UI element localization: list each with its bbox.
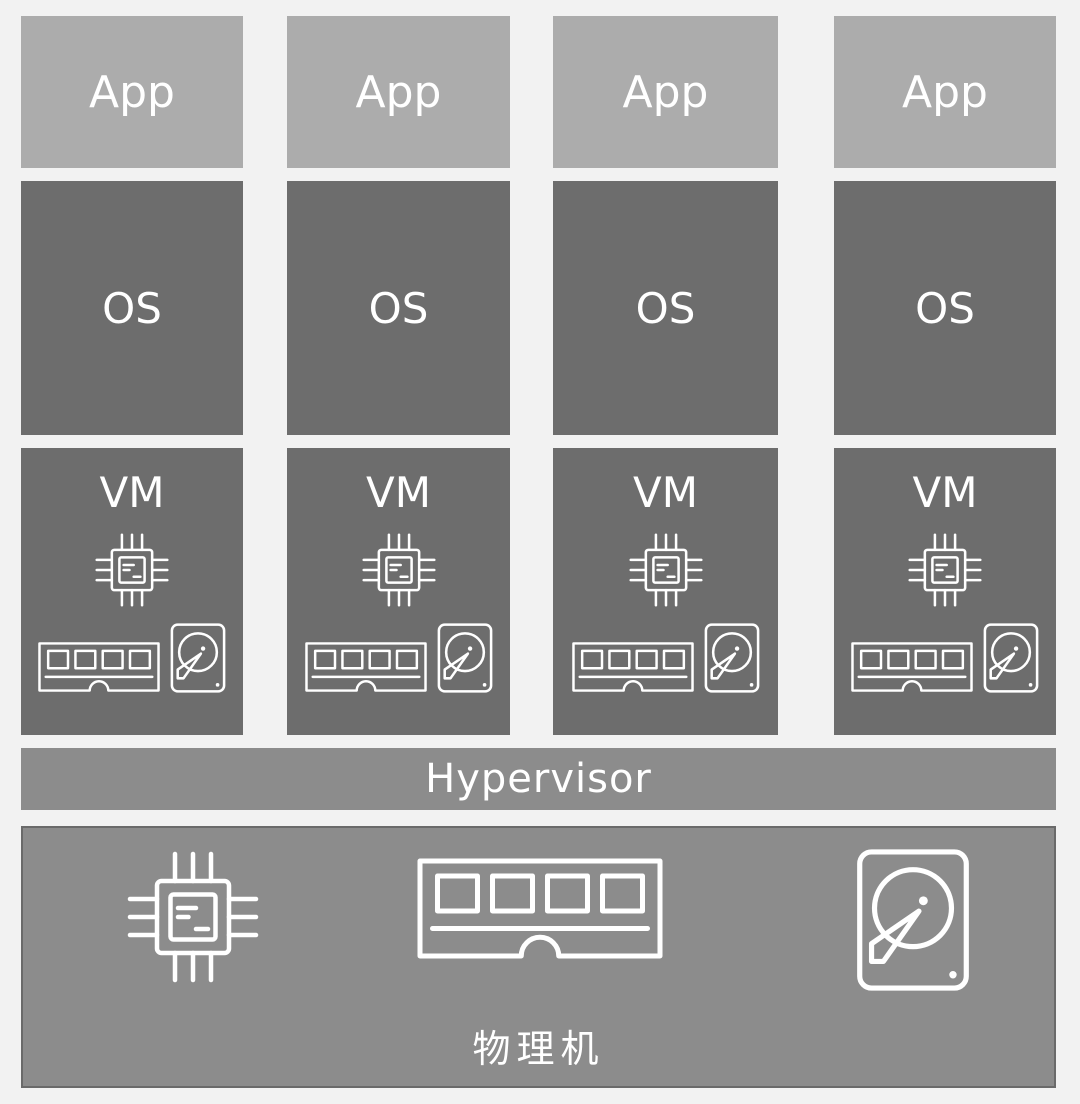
os-layer-2: OS <box>287 181 510 435</box>
app-layer-2: App <box>287 16 510 168</box>
vm-layer-1: VM <box>21 448 243 735</box>
os-label: OS <box>635 283 696 333</box>
vm-hardware-row <box>850 618 1040 698</box>
vm-layer-4: VM <box>834 448 1056 735</box>
cpu-icon <box>90 526 174 614</box>
vm-hardware-row <box>571 618 761 698</box>
ram-icon <box>37 636 161 698</box>
os-label: OS <box>102 283 162 333</box>
ram-icon <box>415 856 665 961</box>
physical-machine-layer: 物理机 <box>21 826 1056 1088</box>
vm-label: VM <box>99 468 165 517</box>
vm-layer-2: VM <box>287 448 510 735</box>
os-label: OS <box>915 283 975 333</box>
cpu-icon <box>357 526 441 614</box>
hypervisor-label: Hypervisor <box>425 756 652 802</box>
app-label: App <box>355 66 442 118</box>
app-label: App <box>902 66 988 118</box>
ram-icon <box>571 636 695 698</box>
app-label: App <box>622 66 709 118</box>
os-label: OS <box>368 283 429 333</box>
disk-icon <box>703 618 761 698</box>
disk-icon <box>851 846 975 994</box>
app-layer-1: App <box>21 16 243 168</box>
disk-icon <box>982 618 1040 698</box>
ram-icon <box>850 636 974 698</box>
os-layer-4: OS <box>834 181 1056 435</box>
cpu-icon <box>624 526 708 614</box>
app-label: App <box>89 66 175 118</box>
vm-label: VM <box>633 468 698 517</box>
os-layer-1: OS <box>21 181 243 435</box>
os-layer-3: OS <box>553 181 778 435</box>
physical-machine-label: 物理机 <box>472 1027 605 1071</box>
disk-icon <box>436 618 494 698</box>
disk-icon <box>169 618 227 698</box>
app-layer-4: App <box>834 16 1056 168</box>
vm-label: VM <box>366 468 431 517</box>
cpu-icon <box>118 842 268 992</box>
vm-hardware-row <box>304 618 494 698</box>
cpu-icon <box>903 526 987 614</box>
ram-icon <box>304 636 428 698</box>
app-layer-3: App <box>553 16 778 168</box>
vm-hardware-row <box>37 618 227 698</box>
vm-label: VM <box>912 468 978 517</box>
vm-layer-3: VM <box>553 448 778 735</box>
hypervisor-layer: Hypervisor <box>21 748 1056 810</box>
